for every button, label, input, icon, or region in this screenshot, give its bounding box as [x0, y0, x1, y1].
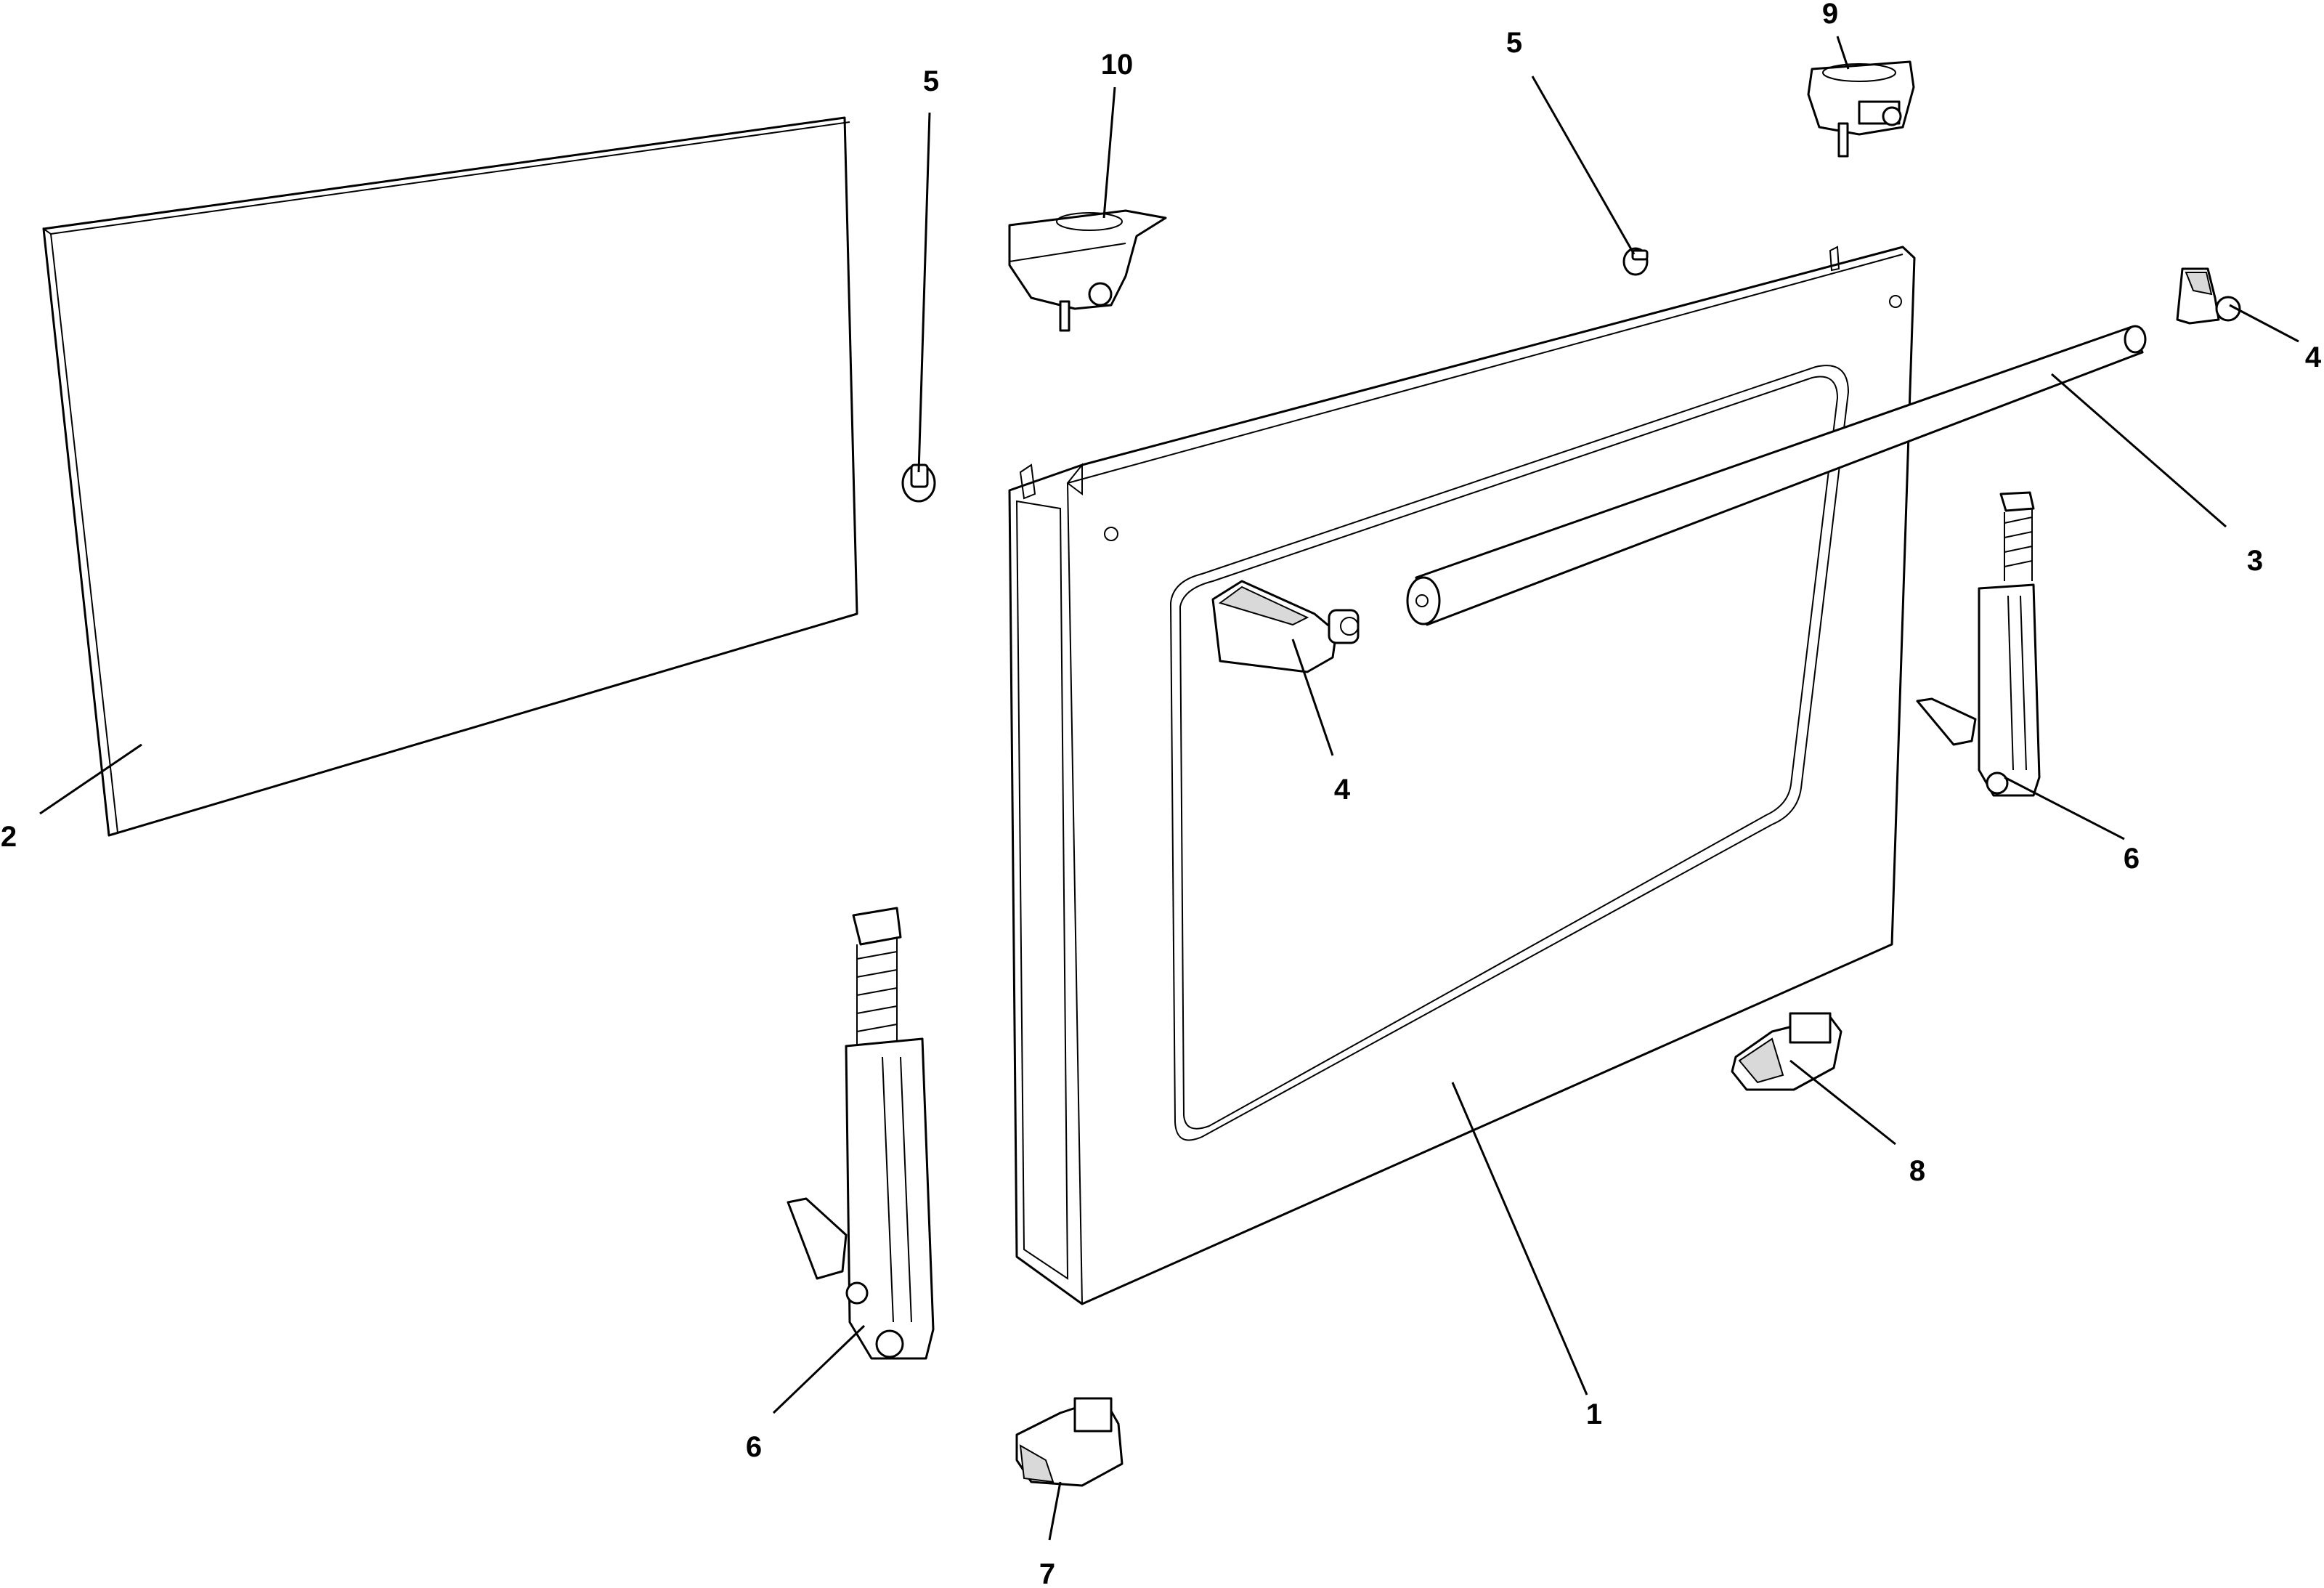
- leader-9: [1836, 36, 1850, 70]
- hinge-left: [787, 907, 935, 1360]
- hinge-receiver-right: [1731, 1012, 1842, 1091]
- leader-8: [1789, 1059, 1896, 1146]
- label-4-center: 4: [1334, 774, 1351, 806]
- leader-10: [1102, 86, 1116, 219]
- hinge-receiver-left: [1015, 1397, 1124, 1487]
- leader-4-right: [2229, 304, 2299, 343]
- leader-lines: [39, 36, 2299, 1541]
- leader-2: [39, 743, 142, 815]
- handle-end-cap-right: [2176, 267, 2241, 325]
- label-3: 3: [2247, 545, 2263, 577]
- label-1: 1: [1586, 1398, 1602, 1430]
- screw-left: [901, 463, 936, 503]
- top-bracket-left: [1008, 209, 1167, 332]
- leader-6-left: [772, 1324, 866, 1414]
- screw-right: [1622, 247, 1649, 276]
- top-bracket-right: [1807, 60, 1915, 158]
- label-2: 2: [1, 821, 17, 853]
- leader-5-right: [1531, 76, 1636, 255]
- label-5-right: 5: [1506, 27, 1522, 59]
- label-6-right: 6: [2124, 843, 2140, 875]
- leader-7: [1048, 1481, 1062, 1541]
- leader-5-left: [917, 112, 931, 473]
- label-10: 10: [1101, 49, 1134, 81]
- label-5-left: 5: [923, 65, 939, 97]
- label-7: 7: [1039, 1558, 1055, 1584]
- leader-4-center: [1291, 639, 1334, 756]
- label-6-left: 6: [746, 1431, 762, 1463]
- handle-bar: [1406, 325, 2147, 626]
- handle-end-cap-center: [1211, 580, 1360, 673]
- leader-3: [2051, 373, 2227, 528]
- label-4-right: 4: [2305, 341, 2322, 373]
- leader-1: [1451, 1082, 1588, 1395]
- hinge-right: [1916, 491, 2041, 797]
- door-frame: [1008, 246, 1916, 1305]
- label-8: 8: [1909, 1155, 1925, 1187]
- inner-glass-panel: [42, 116, 858, 837]
- label-9: 9: [1822, 0, 1838, 30]
- leader-6-right: [2004, 776, 2125, 840]
